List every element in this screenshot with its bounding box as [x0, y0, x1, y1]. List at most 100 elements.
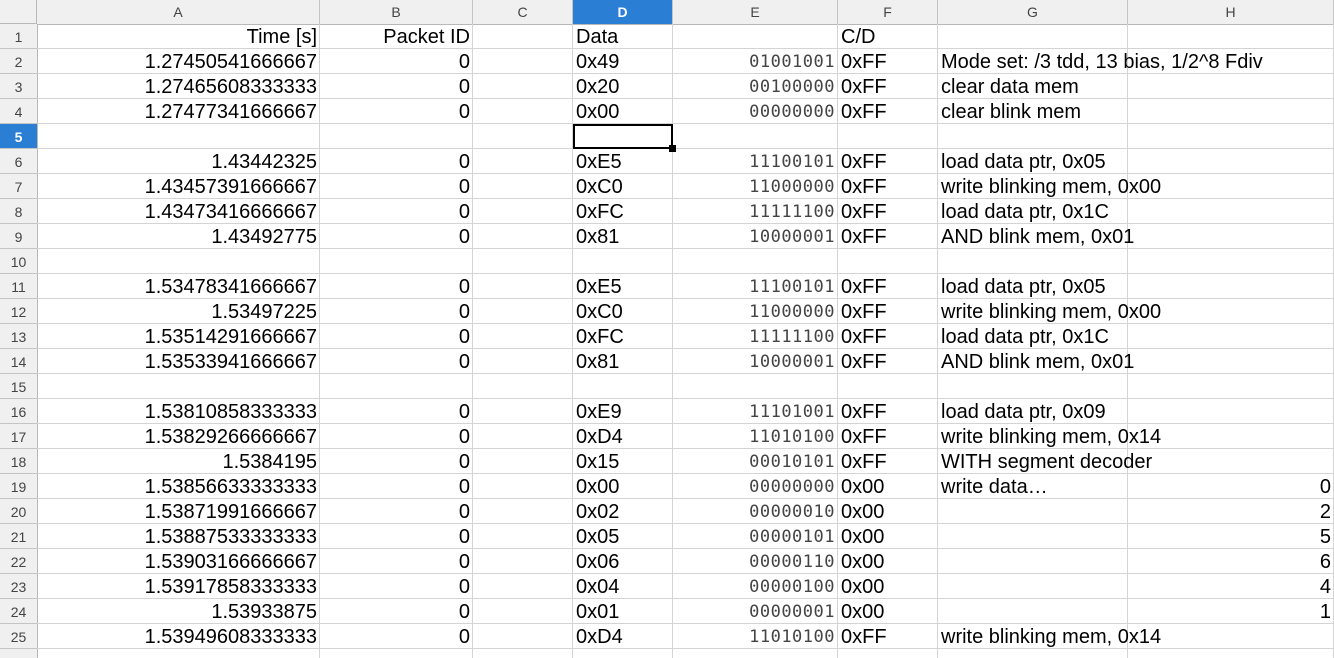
cell-d22[interactable]: 0x06: [576, 551, 620, 573]
cell-e21[interactable]: 00000101: [749, 527, 835, 547]
cell-b17[interactable]: 0: [458, 426, 470, 448]
row-header-22[interactable]: 22: [0, 549, 37, 574]
cell-d25[interactable]: 0xD4: [576, 626, 623, 648]
cell-a9[interactable]: 1.43492775: [211, 226, 317, 248]
cell-g9[interactable]: AND blink mem, 0x01: [941, 226, 1135, 248]
cell-b12[interactable]: 0: [458, 301, 470, 323]
cell-f18[interactable]: 0xFF: [841, 451, 887, 473]
cell-a4[interactable]: 1.27477341666667: [144, 101, 317, 123]
cell-f8[interactable]: 0xFF: [841, 201, 887, 223]
cell-e7[interactable]: 11000000: [749, 177, 835, 197]
cell-e25[interactable]: 11010100: [749, 627, 835, 647]
column-header-f[interactable]: F: [838, 0, 938, 24]
cell-a16[interactable]: 1.53810858333333: [144, 401, 317, 423]
cell-e23[interactable]: 00000100: [749, 577, 835, 597]
cell-e22[interactable]: 00000110: [749, 552, 835, 572]
cell-b20[interactable]: 0: [458, 501, 470, 523]
select-all-corner[interactable]: [0, 0, 37, 24]
cell-h23[interactable]: 4: [1319, 576, 1331, 598]
cell-e9[interactable]: 10000001: [749, 227, 835, 247]
cell-g2[interactable]: Mode set: /3 tdd, 13 bias, 1/2^8 Fdiv: [941, 51, 1263, 73]
row-header-14[interactable]: 14: [0, 349, 37, 374]
cell-e2[interactable]: 01001001: [749, 52, 835, 72]
cell-e20[interactable]: 00000010: [749, 502, 835, 522]
cell-g14[interactable]: AND blink mem, 0x01: [941, 351, 1135, 373]
row-header-7[interactable]: 7: [0, 174, 37, 199]
cell-a1[interactable]: Time [s]: [246, 26, 317, 48]
cell-b19[interactable]: 0: [458, 476, 470, 498]
row-header-11[interactable]: 11: [0, 274, 37, 299]
cell-f11[interactable]: 0xFF: [841, 276, 887, 298]
cell-h24[interactable]: 1: [1319, 601, 1331, 623]
autofill-handle[interactable]: [669, 145, 676, 152]
cell-f20[interactable]: 0x00: [841, 501, 885, 523]
cell-b4[interactable]: 0: [458, 101, 470, 123]
cell-d8[interactable]: 0xFC: [576, 201, 624, 223]
row-header-24[interactable]: 24: [0, 599, 37, 624]
cell-b18[interactable]: 0: [458, 451, 470, 473]
cell-f23[interactable]: 0x00: [841, 576, 885, 598]
cell-g16[interactable]: load data ptr, 0x09: [941, 401, 1106, 423]
cell-e19[interactable]: 00000000: [749, 477, 835, 497]
cell-a20[interactable]: 1.53871991666667: [144, 501, 317, 523]
cell-d21[interactable]: 0x05: [576, 526, 620, 548]
cell-d18[interactable]: 0x15: [576, 451, 620, 473]
row-header-16[interactable]: 16: [0, 399, 37, 424]
cell-h19[interactable]: 0: [1319, 476, 1331, 498]
cell-f21[interactable]: 0x00: [841, 526, 885, 548]
row-header-20[interactable]: 20: [0, 499, 37, 524]
cell-f16[interactable]: 0xFF: [841, 401, 887, 423]
cell-e13[interactable]: 11111100: [749, 327, 835, 347]
cell-d20[interactable]: 0x02: [576, 501, 620, 523]
row-header-1[interactable]: 1: [0, 24, 37, 49]
cell-b8[interactable]: 0: [458, 201, 470, 223]
cell-a14[interactable]: 1.53533941666667: [144, 351, 317, 373]
cell-a23[interactable]: 1.53917858333333: [144, 576, 317, 598]
column-header-e[interactable]: E: [673, 0, 838, 24]
cell-b25[interactable]: 0: [458, 626, 470, 648]
row-header-5[interactable]: 5: [0, 124, 37, 149]
row-header-15[interactable]: 15: [0, 374, 37, 399]
cell-b11[interactable]: 0: [458, 276, 470, 298]
cell-g11[interactable]: load data ptr, 0x05: [941, 276, 1106, 298]
cell-f22[interactable]: 0x00: [841, 551, 885, 573]
cell-d3[interactable]: 0x20: [576, 76, 620, 98]
row-header-17[interactable]: 17: [0, 424, 37, 449]
cell-g17[interactable]: write blinking mem, 0x14: [941, 426, 1162, 448]
row-header-25[interactable]: 25: [0, 624, 37, 649]
cell-f19[interactable]: 0x00: [841, 476, 885, 498]
cell-a24[interactable]: 1.53933875: [211, 601, 317, 623]
cell-d13[interactable]: 0xFC: [576, 326, 624, 348]
cell-f6[interactable]: 0xFF: [841, 151, 887, 173]
row-header-13[interactable]: 13: [0, 324, 37, 349]
cell-a19[interactable]: 1.53856633333333: [144, 476, 317, 498]
cell-b16[interactable]: 0: [458, 401, 470, 423]
row-header-4[interactable]: 4: [0, 99, 37, 124]
cell-f4[interactable]: 0xFF: [841, 101, 887, 123]
cell-b22[interactable]: 0: [458, 551, 470, 573]
cell-d9[interactable]: 0x81: [576, 226, 620, 248]
cell-g8[interactable]: load data ptr, 0x1C: [941, 201, 1109, 223]
column-header-c[interactable]: C: [473, 0, 573, 24]
cell-b1[interactable]: Packet ID: [383, 26, 470, 48]
cell-d4[interactable]: 0x00: [576, 101, 620, 123]
cell-b23[interactable]: 0: [458, 576, 470, 598]
cell-h20[interactable]: 2: [1319, 501, 1331, 523]
cell-f12[interactable]: 0xFF: [841, 301, 887, 323]
cell-d23[interactable]: 0x04: [576, 576, 620, 598]
active-cell-cursor[interactable]: [573, 124, 673, 149]
cell-b3[interactable]: 0: [458, 76, 470, 98]
cell-g3[interactable]: clear data mem: [941, 76, 1079, 98]
cell-g19[interactable]: write data…: [941, 476, 1048, 498]
cell-g25[interactable]: write blinking mem, 0x14: [941, 626, 1162, 648]
cell-e17[interactable]: 11010100: [749, 427, 835, 447]
cell-e18[interactable]: 00010101: [749, 452, 835, 472]
cell-e11[interactable]: 11100101: [749, 277, 835, 297]
cell-b21[interactable]: 0: [458, 526, 470, 548]
cell-h22[interactable]: 6: [1319, 551, 1331, 573]
cell-a13[interactable]: 1.53514291666667: [144, 326, 317, 348]
cell-a8[interactable]: 1.43473416666667: [144, 201, 317, 223]
